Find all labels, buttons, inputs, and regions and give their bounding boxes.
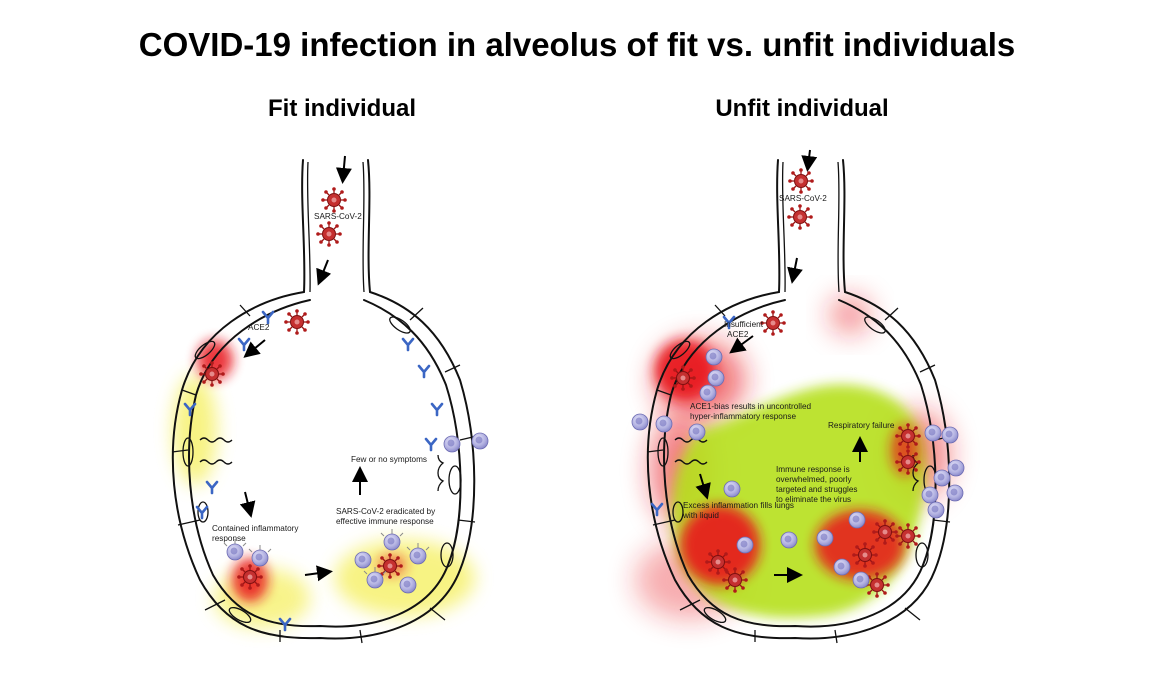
virus-icon [283, 308, 311, 336]
immune-cell-icon [941, 426, 959, 444]
flow-arrow [787, 257, 803, 284]
overwhelmed-label-line2: overwhelmed, poorly [776, 475, 852, 484]
flow-arrow [239, 491, 256, 518]
flow-arrow [695, 473, 711, 500]
eradicated-label-line2: effective immune response [336, 517, 434, 526]
virus-icon [236, 563, 264, 591]
immune-cell-icon [707, 369, 725, 387]
immune-cell-icon [848, 511, 866, 529]
virus-icon [786, 203, 814, 231]
figure-title: COVID-19 infection in alveolus of fit vs… [138, 26, 1016, 63]
immune-cell-icon [354, 551, 372, 569]
immune-cell-icon [852, 571, 870, 589]
virus-label: SARS-CoV-2 [314, 212, 362, 221]
virus-icon [669, 364, 697, 392]
eradicated-label-line1: SARS-CoV-2 eradicated by [336, 507, 436, 516]
immune-cell-icon [924, 424, 942, 442]
virus-icon [894, 448, 922, 476]
flow-arrow [335, 155, 352, 184]
virus-icon [787, 167, 815, 195]
virus-icon [315, 220, 343, 248]
excess-inflammation-label-line2: with liquid [682, 511, 719, 520]
overwhelmed-label-line4: to eliminate the virus [776, 495, 851, 504]
immune-cell-icon [471, 432, 489, 450]
immune-cell-icon [946, 484, 964, 502]
flow-arrow [729, 335, 754, 354]
ace2-receptor-icon [401, 337, 415, 352]
overwhelmed-label-line1: Immune response is [776, 465, 850, 474]
unfit-panel-heading: Unfit individual [715, 95, 889, 122]
immune-cell-icon [736, 536, 754, 554]
immune-cell-icon [947, 459, 965, 477]
immune-cell-icon [688, 423, 706, 441]
immune-cell-icon [399, 576, 417, 594]
contained-label-line2: response [212, 534, 246, 543]
immune-cell-icon [631, 413, 649, 431]
fit-panel-heading: Fit individual [268, 95, 416, 122]
virus-icon [198, 360, 226, 388]
excess-inflammation-label-line1: Excess inflammation fills lungs [683, 501, 794, 510]
immune-cell-icon [443, 435, 461, 453]
immune-cell-icon [921, 486, 939, 504]
immune-cell-icon [780, 531, 798, 549]
flow-arrow [304, 565, 333, 582]
ace2-receptor-icon [424, 437, 438, 452]
virus-icon [871, 518, 899, 546]
respiratory-failure-label: Respiratory failure [828, 421, 895, 430]
immune-cell-icon [933, 469, 951, 487]
virus-icon [320, 186, 348, 214]
immune-cell-icon [705, 348, 723, 366]
flow-arrow [316, 259, 332, 286]
immune-cell-icon [699, 384, 717, 402]
ace2-receptor-icon [417, 364, 431, 379]
fit-panel: SARS-CoV-2 ACE2 Few or no symptoms Conta… [171, 155, 489, 644]
virus-icon [851, 541, 879, 569]
bias-label-line1: ACE1-bias results in uncontrolled [690, 402, 812, 411]
virus-label: SARS-CoV-2 [779, 194, 827, 203]
immune-cell-icon [723, 480, 741, 498]
insufficient-ace2-label-line1: Insufficient [724, 320, 764, 329]
virus-icon [894, 422, 922, 450]
flow-arrow [243, 339, 266, 358]
ace2-label: ACE2 [248, 323, 270, 332]
symptoms-label: Few or no symptoms [351, 455, 427, 464]
immune-cell-icon [816, 529, 834, 547]
unfit-panel: SARS-CoV-2 Insufficient ACE2 ACE1-bias r… [631, 149, 965, 644]
virus-icon [759, 309, 787, 337]
immune-cell-icon [655, 415, 673, 433]
immune-cell-icon [927, 501, 945, 519]
overwhelmed-label-line3: targeted and struggles [776, 485, 857, 494]
virus-icon [894, 522, 922, 550]
flow-arrow [801, 149, 818, 172]
ace2-receptor-icon [237, 337, 251, 352]
virus-icon [721, 566, 749, 594]
insufficient-ace2-label-line2: ACE2 [727, 330, 749, 339]
contained-label-line1: Contained inflammatory [212, 524, 299, 533]
ace2-receptor-icon [205, 480, 219, 495]
immune-cell-icon [833, 558, 851, 576]
bias-label-line2: hyper-inflammatory response [690, 412, 796, 421]
ace2-receptor-icon [430, 402, 444, 417]
